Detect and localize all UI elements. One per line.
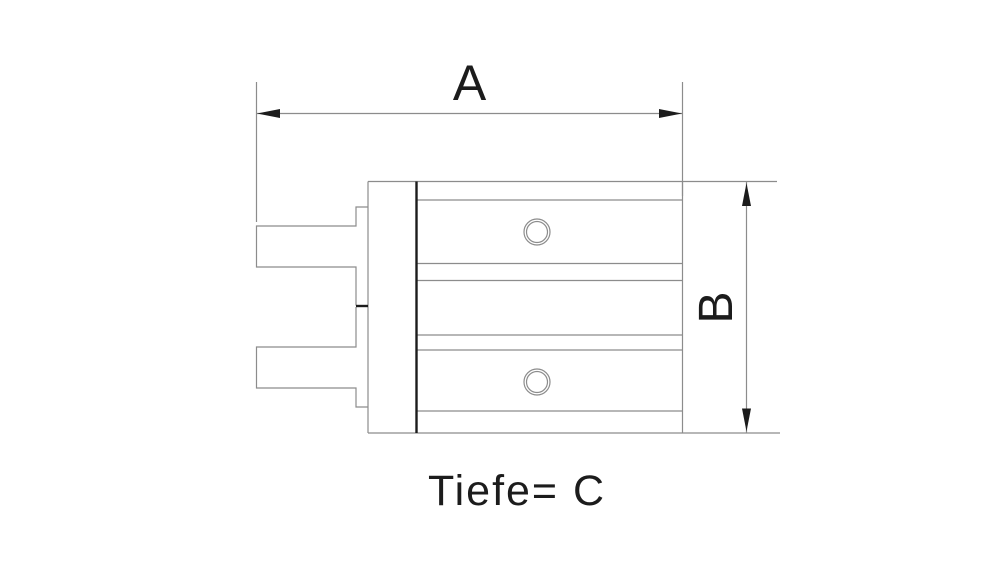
- dim-b-arrow-top-icon: [742, 183, 751, 206]
- dimension-arrow-group: [257, 109, 751, 432]
- part-outline-group: [255, 82, 780, 434]
- dim-a-label: A: [453, 55, 487, 111]
- lower-hole-outer: [523, 368, 551, 396]
- dim-a-arrow-right-icon: [659, 109, 682, 118]
- lower-hole-inner: [525, 370, 549, 394]
- depth-label: Tiefe= C: [428, 467, 606, 515]
- upper-hole-inner: [525, 220, 549, 244]
- dim-b-arrow-bottom-icon: [742, 408, 751, 432]
- dim-b-label: B: [690, 290, 743, 323]
- upper-jaw-outline: [255, 206, 368, 306]
- dim-a-arrow-left-icon: [257, 109, 280, 118]
- upper-hole-outer: [523, 218, 551, 246]
- lower-jaw-outline: [255, 307, 368, 408]
- emphasis-line-group: [356, 181, 418, 433]
